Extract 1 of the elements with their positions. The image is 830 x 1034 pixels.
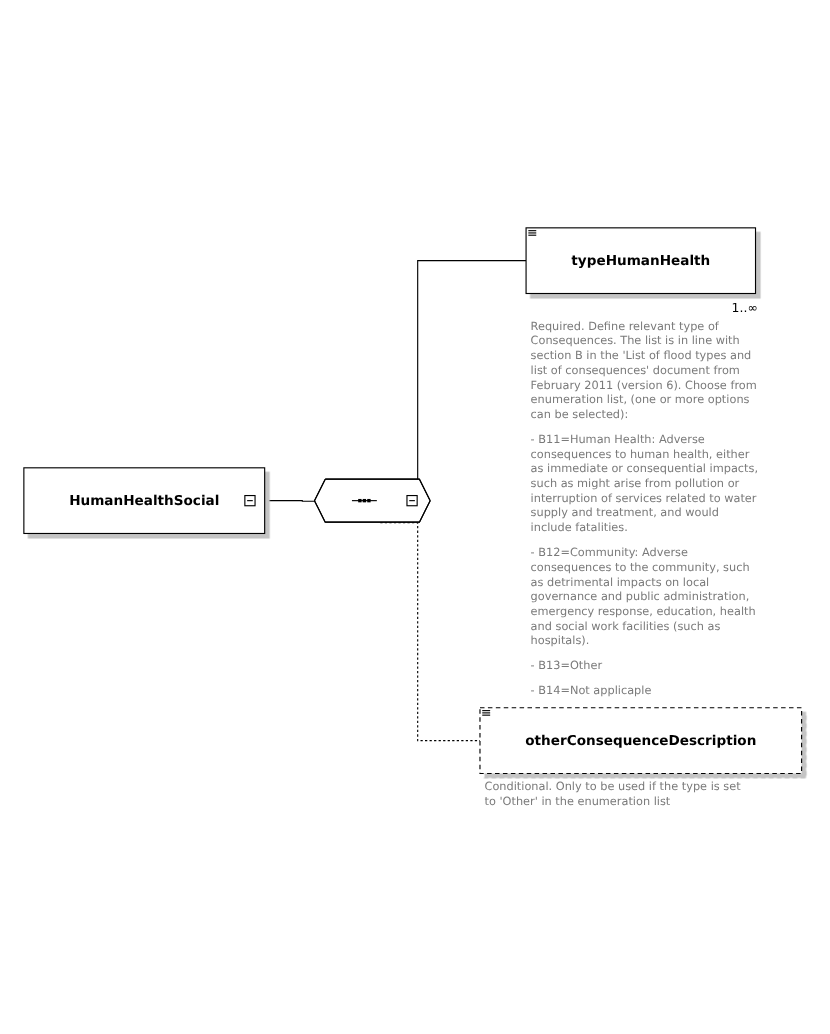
connector (264, 499, 316, 502)
